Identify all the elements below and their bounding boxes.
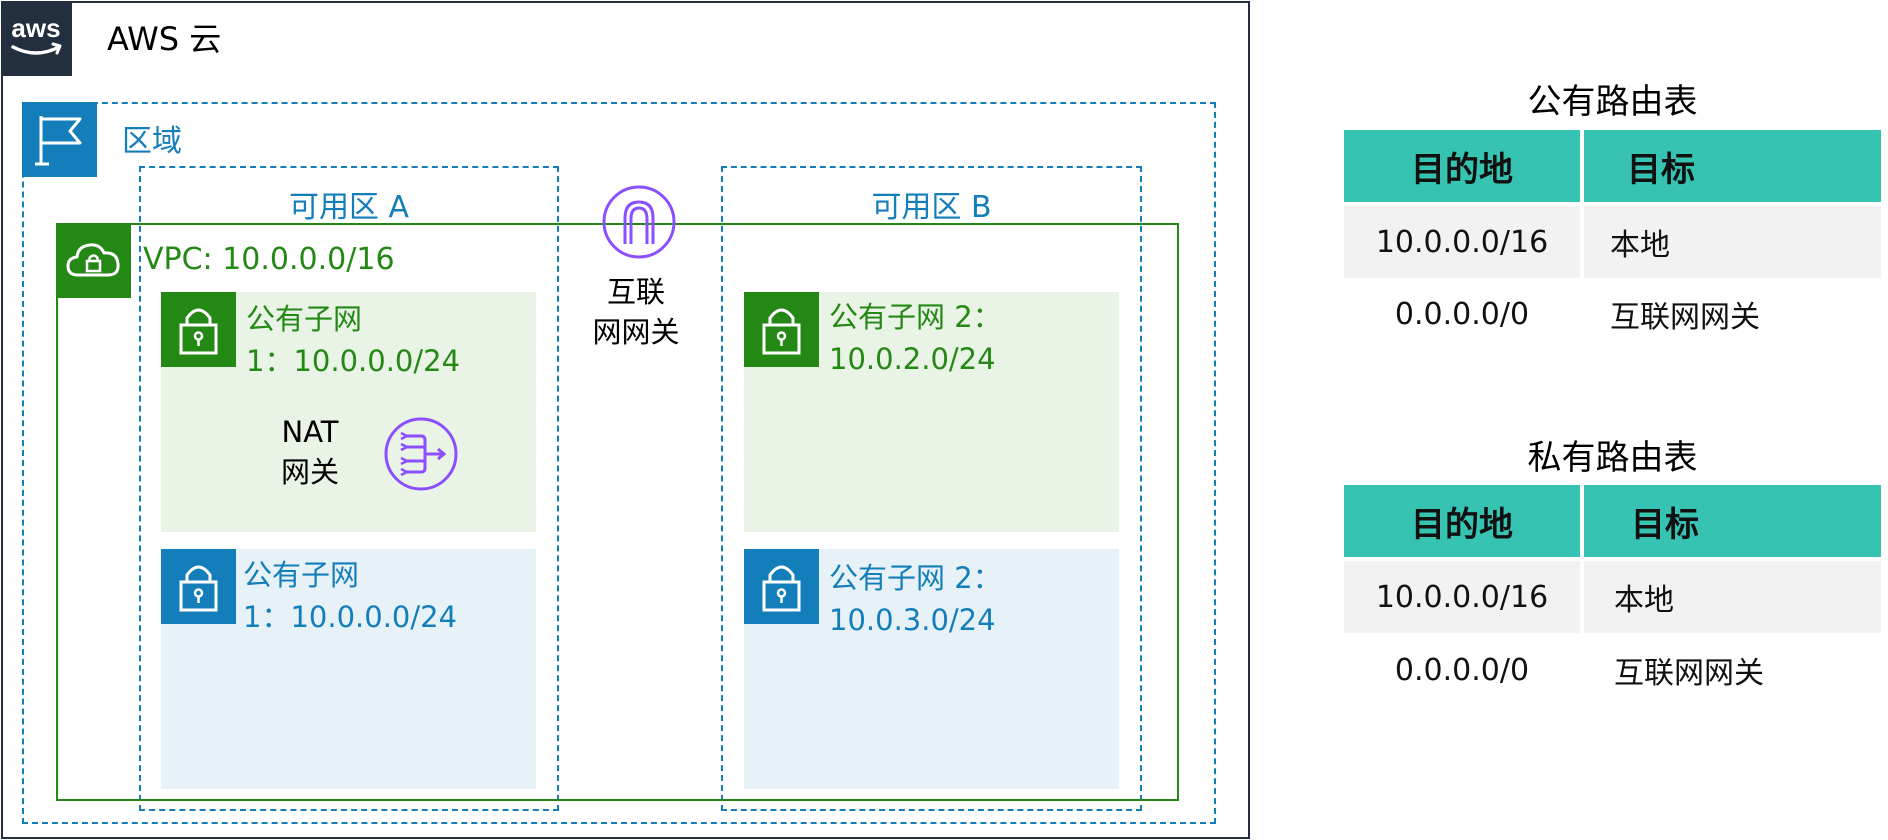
internet-gateway-line2: 网网关 xyxy=(592,315,680,349)
region-frame xyxy=(22,102,1216,824)
public-table-row-2-target: 互联网网关 xyxy=(1610,300,1760,335)
nat-gateway-line2: 网关 xyxy=(280,455,339,489)
internet-gateway-line1: 互联 xyxy=(606,275,665,309)
aws-cloud-frame xyxy=(1,1,1250,839)
availability-zone-b xyxy=(721,166,1142,811)
public-table-row-2-destination: 0.0.0.0/0 xyxy=(1394,296,1530,332)
subnet-2-cidr: 10.0.2.0/24 xyxy=(829,342,996,376)
region-label: 区域 xyxy=(122,124,182,159)
nat-gateway-line1: NAT xyxy=(281,415,339,449)
padlock-icon xyxy=(161,292,236,367)
private-route-table-title: 私有路由表 xyxy=(1527,438,1698,478)
az-a-label: 可用区 A xyxy=(288,190,410,225)
cloud-lock-icon xyxy=(56,223,131,298)
flag-icon xyxy=(22,102,97,177)
private-table-row-2-destination: 0.0.0.0/0 xyxy=(1394,652,1530,688)
aws-logo-icon: aws xyxy=(1,1,72,76)
subnet-3-cidr: 1：10.0.0.0/24 xyxy=(243,600,458,634)
subnet-2-label: 公有子网 2： 10.0.2.0/24 xyxy=(829,296,1002,380)
subnet-1-cidr: 1：10.0.0.0/24 xyxy=(246,344,461,378)
subnet-4-name: 公有子网 2： xyxy=(829,561,1002,595)
nat-gateway-label: NAT 网关 xyxy=(270,412,350,492)
subnet-4-label: 公有子网 2： 10.0.3.0/24 xyxy=(829,557,1002,641)
az-b-label: 可用区 B xyxy=(871,190,992,225)
padlock-icon xyxy=(744,292,819,367)
subnet-3-label: 公有子网 1：10.0.0.0/24 xyxy=(243,554,457,638)
private-table-row-1-target: 本地 xyxy=(1584,561,1881,633)
subnet-2-name: 公有子网 2： xyxy=(829,300,1002,334)
private-table-row-2-target: 互联网网关 xyxy=(1614,656,1764,691)
aws-cloud-title: AWS 云 xyxy=(107,20,222,58)
subnet-1-label: 公有子网 1：10.0.0.0/24 xyxy=(246,298,460,382)
public-table-header-destination: 目的地 xyxy=(1344,130,1580,202)
private-table-row-1-destination: 10.0.0.0/16 xyxy=(1344,561,1580,633)
subnet-1-name: 公有子网 xyxy=(246,302,363,336)
vpc-label: VPC: 10.0.0.0/16 xyxy=(143,242,395,277)
vpc-frame xyxy=(56,223,1179,801)
availability-zone-a xyxy=(139,166,559,811)
aws-logo-text: aws xyxy=(11,13,60,43)
public-table-row-1-target: 本地 xyxy=(1584,206,1881,278)
private-table-header-target: 目标 xyxy=(1584,485,1881,557)
private-table-header-destination: 目的地 xyxy=(1344,485,1580,557)
public-table-row-1-destination: 10.0.0.0/16 xyxy=(1344,206,1580,278)
padlock-icon xyxy=(161,549,236,624)
padlock-icon xyxy=(744,549,819,624)
nat-gateway-icon xyxy=(383,416,459,492)
public-route-table-title: 公有路由表 xyxy=(1527,82,1698,122)
subnet-4-cidr: 10.0.3.0/24 xyxy=(829,603,996,637)
internet-gateway-icon xyxy=(601,184,677,260)
internet-gateway-label: 互联 网网关 xyxy=(580,272,692,352)
public-table-header-target: 目标 xyxy=(1584,130,1881,202)
subnet-3-name: 公有子网 xyxy=(243,558,360,592)
